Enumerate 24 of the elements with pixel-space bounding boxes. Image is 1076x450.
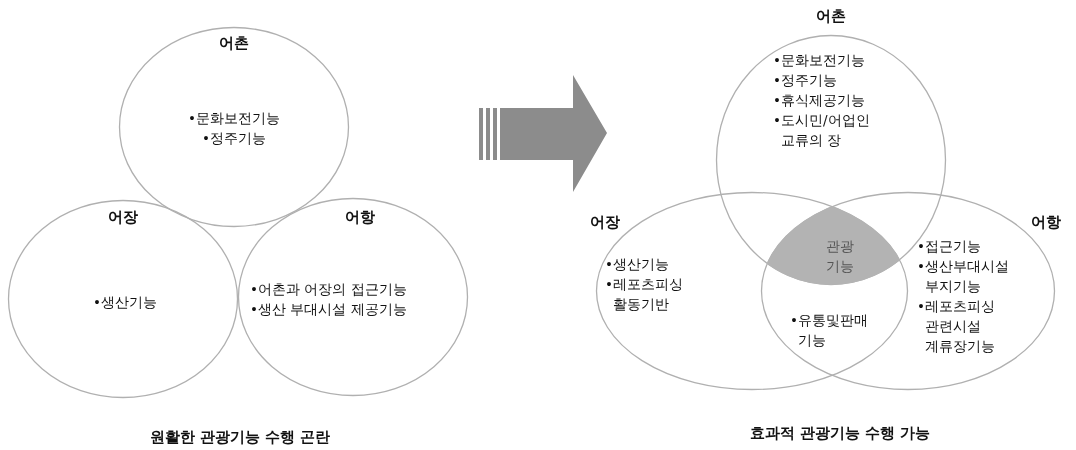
- function-item: •생산 부대시설 제공기능: [250, 300, 408, 319]
- function-item: •생산기능: [605, 255, 670, 274]
- function-item: •레포츠피싱 관련시설 계류장기능: [917, 297, 997, 356]
- function-item: •도시민/어업인 교류의 장: [773, 111, 871, 150]
- set-heading: 어항: [344, 207, 376, 227]
- function-item: •생산기능: [92, 293, 158, 312]
- function-item: •정주기능: [773, 71, 838, 90]
- set-heading: 어장: [589, 212, 621, 232]
- set-heading: 어장: [107, 207, 139, 227]
- set-heading: 어촌: [815, 6, 847, 26]
- function-item: •문화보전기능: [187, 109, 281, 128]
- diagram-caption: 원활한 관광기능 수행 곤란: [149, 428, 331, 447]
- function-item: •휴식제공기능: [773, 91, 866, 110]
- diagram-caption: 효과적 관광기능 수행 가능: [749, 424, 931, 443]
- function-item: •접근기능: [917, 237, 982, 256]
- overlap-label: 관광 기능: [825, 237, 855, 276]
- function-item: •유통및판매 기능: [790, 311, 869, 350]
- set-heading: 어항: [1029, 212, 1062, 232]
- function-item: •정주기능: [201, 129, 267, 148]
- set-heading: 어촌: [218, 33, 250, 53]
- function-item: •레포츠피싱 활동기반: [605, 275, 684, 314]
- function-item: •문화보전기능: [773, 51, 866, 70]
- function-item: •생산부대시설 부지기능: [917, 257, 1010, 296]
- function-item: •어촌과 어장의 접근기능: [250, 280, 408, 299]
